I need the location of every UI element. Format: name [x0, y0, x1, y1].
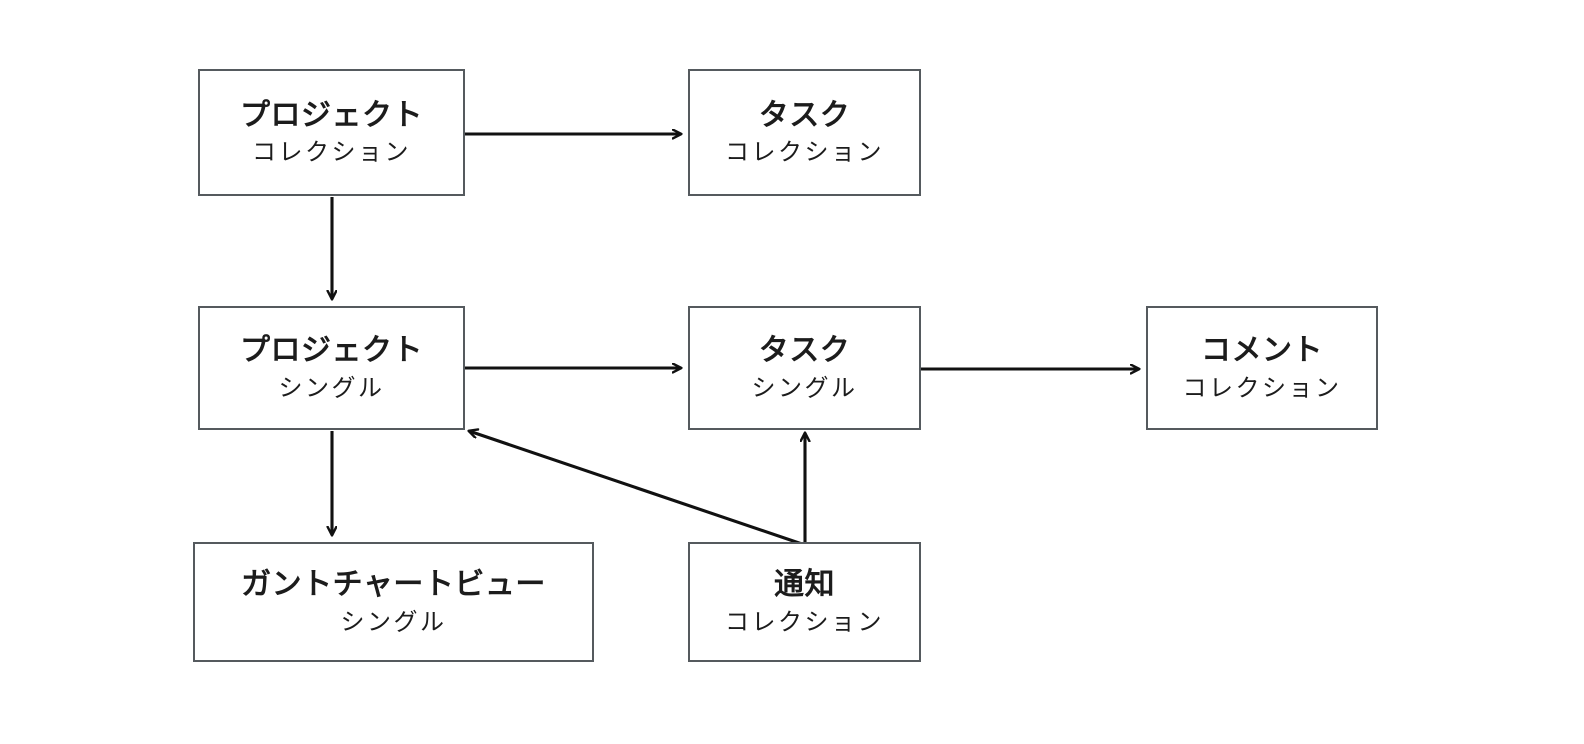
node-subtitle: コレクション: [252, 139, 411, 167]
node-notification-collection[interactable]: 通知 コレクション: [688, 542, 921, 662]
node-subtitle: シングル: [278, 374, 385, 402]
node-subtitle: コレクション: [725, 139, 884, 167]
node-project-single[interactable]: プロジェクト シングル: [198, 306, 465, 430]
node-project-collection[interactable]: プロジェクト コレクション: [198, 69, 465, 196]
node-title: ガントチャートビュー: [241, 568, 546, 602]
node-title: プロジェクト: [240, 334, 423, 368]
edge-notification-to-project-single: [469, 431, 806, 547]
node-title: タスク: [758, 334, 851, 368]
node-gantt-chart-view-single[interactable]: ガントチャートビュー シングル: [193, 542, 594, 662]
node-title: コメント: [1201, 334, 1323, 368]
node-task-single[interactable]: タスク シングル: [688, 306, 921, 430]
node-title: タスク: [758, 98, 851, 132]
node-subtitle: コレクション: [1182, 374, 1342, 402]
node-subtitle: コレクション: [725, 608, 884, 636]
node-subtitle: シングル: [751, 374, 858, 402]
node-task-collection[interactable]: タスク コレクション: [688, 69, 921, 196]
node-title: プロジェクト: [240, 98, 423, 132]
node-title: 通知: [774, 568, 835, 602]
node-subtitle: シングル: [340, 608, 447, 636]
node-comment-collection[interactable]: コメント コレクション: [1146, 306, 1378, 430]
